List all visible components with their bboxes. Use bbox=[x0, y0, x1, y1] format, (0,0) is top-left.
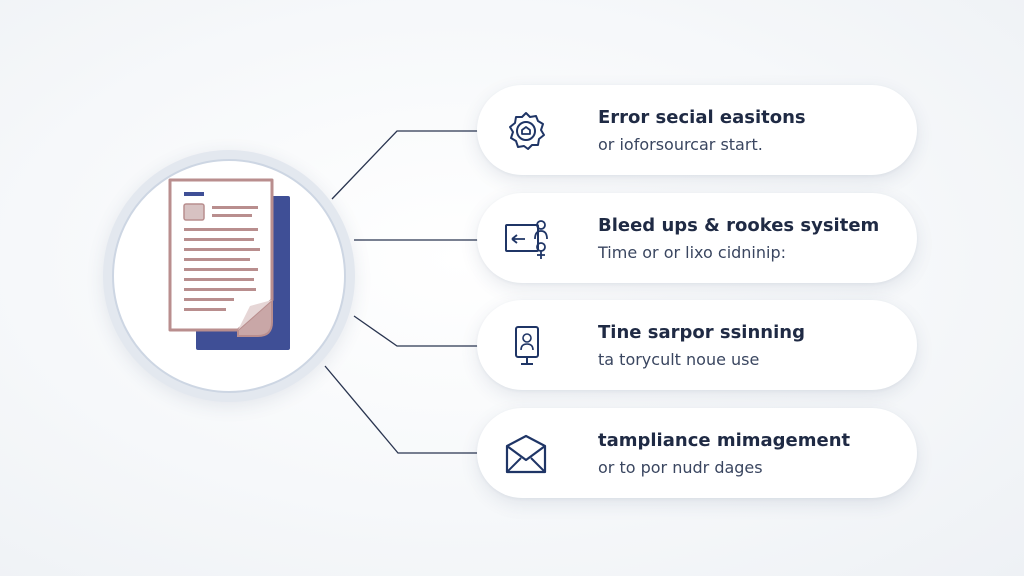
feature-card-3[interactable]: Tine sarpor ssinning ta torycult noue us… bbox=[477, 300, 917, 390]
feature-subtitle: Time or or lixo cidninip: bbox=[598, 243, 787, 262]
feature-title: tampliance mimagement bbox=[598, 430, 851, 451]
feature-title: Tine sarpor ssinning bbox=[598, 322, 805, 343]
connector-3 bbox=[353, 315, 479, 347]
feature-subtitle: or to por nudr dages bbox=[598, 458, 763, 477]
feature-title: Error secial easitons bbox=[598, 107, 806, 128]
connector-1 bbox=[331, 130, 479, 200]
feature-card-4[interactable]: tampliance mimagement or to por nudr dag… bbox=[477, 408, 917, 498]
connector-4 bbox=[324, 365, 479, 454]
tablet-user-icon bbox=[515, 326, 539, 365]
feature-card-2[interactable]: Bleed ups & rookes sysitem Time or or li… bbox=[477, 193, 917, 283]
seal-badge-icon bbox=[509, 112, 545, 150]
feature-card-1[interactable]: Error secial easitons or ioforsourcar st… bbox=[477, 85, 917, 175]
feature-subtitle: or ioforsourcar start. bbox=[598, 135, 763, 154]
feature-subtitle: ta torycult noue use bbox=[598, 350, 760, 369]
screen-user-icon bbox=[505, 220, 548, 259]
feature-title: Bleed ups & rookes sysitem bbox=[598, 215, 880, 236]
envelope-icon bbox=[505, 434, 547, 474]
document-stack-icon bbox=[168, 178, 290, 350]
